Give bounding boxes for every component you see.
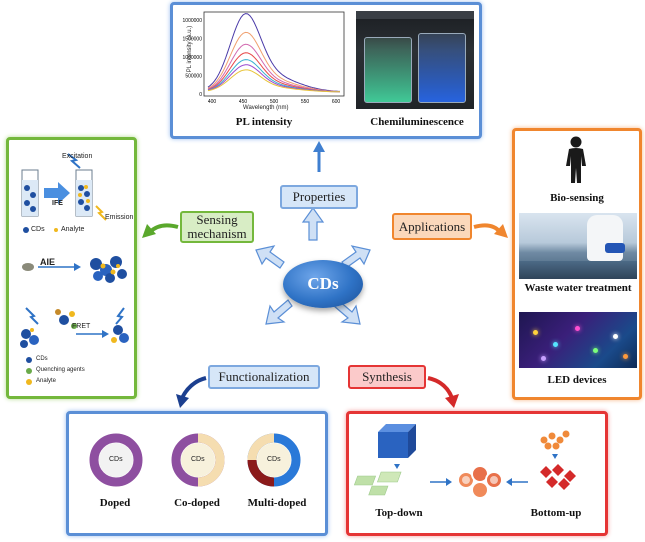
doped-ring-icon [89, 433, 143, 487]
co-doped-ring-label: CDs [191, 456, 205, 463]
func-item-multi-doped: Multi-doped [247, 497, 307, 509]
pl-ytick: 1000000 [183, 18, 203, 24]
multi-doped-ring-label: CDs [267, 456, 281, 463]
pl-xtick: 550 [301, 99, 310, 105]
ife-analyte-legend: Analyte [61, 226, 85, 233]
label-sensing-mechanism: Sensing mechanism [180, 211, 254, 243]
fret-legend-dot-quench [26, 368, 32, 374]
fret-legend-dot-analyte [26, 379, 32, 385]
synthesis-bottom-up: Bottom-up [530, 507, 582, 519]
doped-ring-label: CDs [109, 456, 123, 463]
aie-label: AIE [40, 257, 56, 267]
co-doped-ring-icon [171, 433, 225, 487]
chemiluminescence-photo [356, 11, 474, 109]
pl-ytick: 1500000 [183, 37, 203, 43]
func-item-co-doped: Co-doped [174, 497, 220, 509]
pl-intensity-caption: PL intensity [235, 116, 293, 128]
waste-water-photo [519, 213, 637, 279]
multi-doped-ring-icon [247, 433, 301, 487]
pl-xlabel: Wavelength (nm) [243, 105, 289, 111]
pl-curve [207, 69, 340, 93]
aie-mechanism-diagram [22, 256, 127, 283]
led-devices-photo [519, 312, 637, 368]
func-item-doped: Doped [99, 497, 131, 509]
center-cds-label: CDs [307, 274, 339, 293]
pl-xtick: 400 [208, 99, 217, 105]
app-item-led: LED devices [547, 374, 607, 386]
pl-ytick: 0 [199, 92, 202, 98]
app-item-waste-water: Waste water treatment [524, 282, 632, 294]
synthesis-diagram [353, 424, 576, 499]
pl-ytick: 500000 [185, 74, 202, 80]
ife-cds-legend: CDs [31, 226, 45, 233]
pl-xtick: 500 [270, 99, 279, 105]
fret-legend: CDs Quenching agents Analyte [26, 356, 126, 390]
pl-curve [207, 13, 341, 92]
human-body-icon [566, 136, 586, 183]
pl-intensity-chart: 1000000 1500000 1000000 500000 0 400 450 500 550… [183, 11, 345, 105]
ife-emission-label: Emission [105, 214, 134, 221]
fret-legend-quenching: Quenching agents [36, 367, 85, 373]
app-item-biosensing: Bio-sensing [550, 192, 604, 204]
ife-label: IFE [52, 200, 63, 207]
fret-legend-analyte: Analyte [36, 378, 57, 384]
center-cds-node: CDs [283, 260, 363, 308]
synthesis-top-down: Top-down [375, 507, 423, 519]
center-arrows [255, 206, 371, 325]
label-synthesis: Synthesis [348, 365, 426, 389]
pl-xtick: 600 [332, 99, 341, 105]
ife-mechanism-diagram [21, 153, 107, 233]
fret-legend-cds: CDs [36, 356, 48, 362]
label-functionalization: Functionalization [208, 365, 320, 389]
pl-ytick: 1000000 [183, 55, 203, 61]
ife-excitation-label: Excitation [62, 153, 93, 160]
label-properties: Properties [280, 185, 358, 209]
fret-legend-dot-cds [26, 357, 32, 363]
pl-xtick: 450 [239, 99, 248, 105]
fret-label: FRET [72, 323, 91, 330]
fret-mechanism-diagram [20, 307, 129, 348]
chemiluminescence-caption: Chemiluminescence [370, 116, 464, 128]
label-applications: Applications [392, 213, 472, 240]
